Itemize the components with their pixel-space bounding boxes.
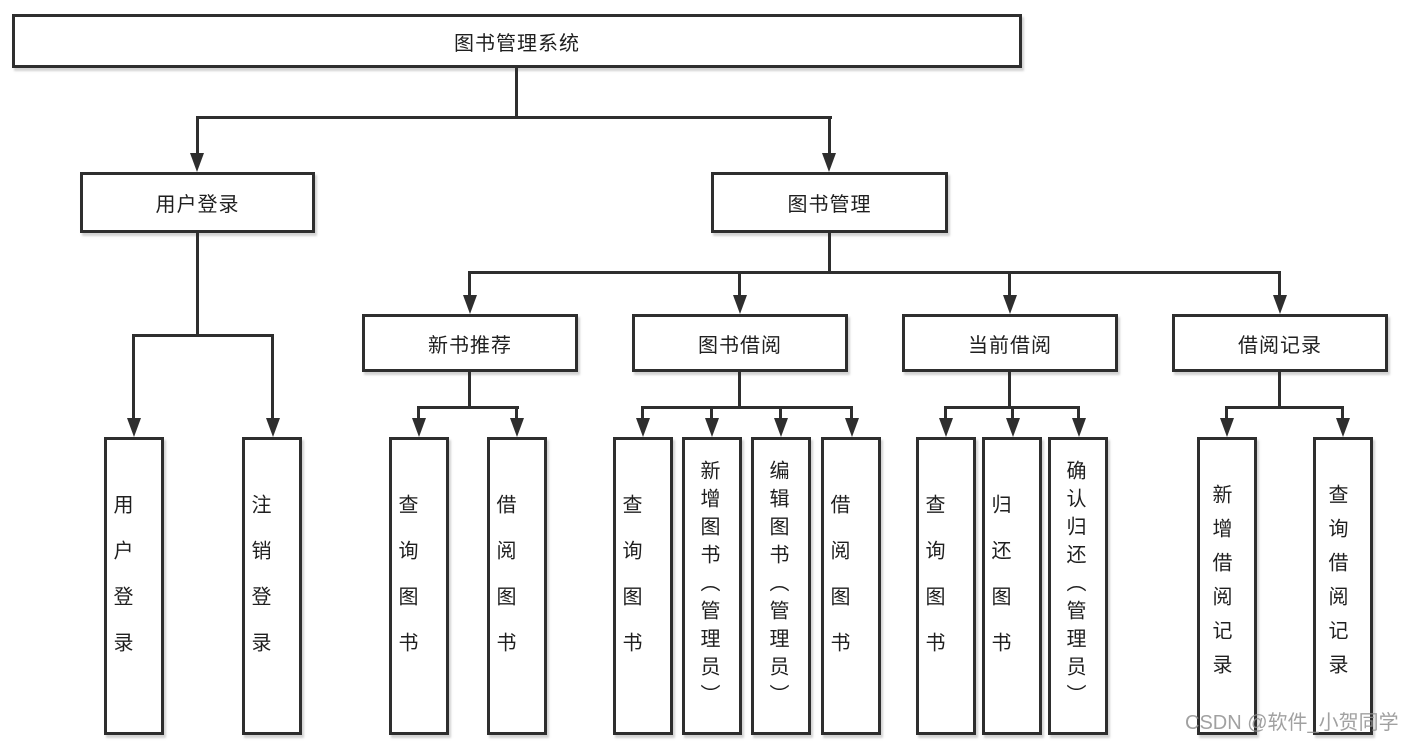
leaf-borrow-books-newbook: 借阅图书 <box>487 437 547 735</box>
arrow-down-icon <box>1220 418 1234 437</box>
leaf-user-login: 用户登录 <box>104 437 164 735</box>
connector-line <box>1341 406 1344 420</box>
node-book-management-label: 图书管理 <box>787 194 872 216</box>
connector-line <box>1008 372 1011 409</box>
arrow-down-icon <box>636 418 650 437</box>
node-book-borrowing-label: 图书借阅 <box>698 334 782 357</box>
arrow-down-icon <box>412 418 426 437</box>
leaf-query-books-borrowing: 查询图书 <box>613 437 673 735</box>
leaf-logout: 注销登录 <box>242 437 302 735</box>
leaf-edit-books-admin: 编辑图书（管理员） <box>751 437 811 735</box>
connector-line <box>132 334 135 419</box>
node-book-management: 图书管理 <box>711 172 948 233</box>
connector-line <box>196 233 199 337</box>
connector-line <box>271 334 274 419</box>
arrow-down-icon <box>1273 295 1287 314</box>
node-book-borrowing: 图书借阅 <box>632 314 848 372</box>
node-borrowing-records: 借阅记录 <box>1172 314 1388 372</box>
leaf-borrow-books-borrowing-label: 借阅图书 <box>827 494 849 678</box>
leaf-confirm-return-admin: 确认归还（管理员） <box>1048 437 1108 735</box>
connector-line <box>828 233 831 274</box>
node-borrowing-records-label: 借阅记录 <box>1238 334 1322 357</box>
connector-line <box>850 406 853 420</box>
connector-line <box>468 271 471 298</box>
arrow-down-icon <box>1006 418 1020 437</box>
leaf-return-books-label: 归还图书 <box>988 494 1010 678</box>
node-user-login-label: 用户登录 <box>155 194 240 216</box>
node-new-book-recommend: 新书推荐 <box>362 314 578 372</box>
arrow-down-icon <box>463 295 477 314</box>
leaf-add-borrow-record-label: 新增借阅记录 <box>1209 484 1231 688</box>
leaf-logout-label: 注销登录 <box>248 494 270 678</box>
connector-line <box>641 406 644 420</box>
connector-line <box>1225 406 1228 420</box>
leaf-confirm-return-admin-label: 确认归还（管理员） <box>1063 460 1085 712</box>
leaf-return-books: 归还图书 <box>982 437 1042 735</box>
connector-line <box>1278 271 1281 298</box>
arrow-down-icon <box>733 295 747 314</box>
connector-line <box>738 271 741 298</box>
node-new-book-recommend-label: 新书推荐 <box>428 334 512 357</box>
connector-line <box>515 68 518 118</box>
leaf-query-books-current: 查询图书 <box>916 437 976 735</box>
connector-line <box>132 334 274 337</box>
arrow-down-icon <box>705 418 719 437</box>
connector-line <box>1077 406 1080 420</box>
connector-line <box>1225 406 1344 409</box>
leaf-query-books-borrowing-label: 查询图书 <box>619 494 641 678</box>
connector-line <box>641 406 853 409</box>
node-current-borrowing: 当前借阅 <box>902 314 1118 372</box>
leaf-add-books-admin-label: 新增图书（管理员） <box>697 460 719 712</box>
connector-line <box>1278 372 1281 409</box>
connector-line <box>468 372 471 409</box>
leaf-query-borrow-record: 查询借阅记录 <box>1313 437 1373 735</box>
arrow-down-icon <box>845 418 859 437</box>
leaf-query-books-newbook: 查询图书 <box>389 437 449 735</box>
node-root-label: 图书管理系统 <box>454 32 580 55</box>
node-root: 图书管理系统 <box>12 14 1022 68</box>
arrow-down-icon <box>127 418 141 437</box>
arrow-down-icon <box>1072 418 1086 437</box>
leaf-borrow-books-newbook-label: 借阅图书 <box>493 494 515 678</box>
connector-line <box>196 116 199 156</box>
arrow-down-icon <box>822 153 836 172</box>
leaf-query-books-current-label: 查询图书 <box>922 494 944 678</box>
connector-line <box>468 271 1281 274</box>
leaf-add-books-admin: 新增图书（管理员） <box>682 437 742 735</box>
connector-line <box>710 406 713 420</box>
arrow-down-icon <box>939 418 953 437</box>
arrow-down-icon <box>1336 418 1350 437</box>
connector-line <box>738 372 741 409</box>
connector-line <box>1011 406 1014 420</box>
connector-line <box>417 406 519 409</box>
leaf-add-borrow-record: 新增借阅记录 <box>1197 437 1257 735</box>
arrow-down-icon <box>1003 295 1017 314</box>
node-user-login: 用户登录 <box>80 172 315 233</box>
connector-line <box>417 406 420 420</box>
arrow-down-icon <box>266 418 280 437</box>
connector-line <box>779 406 782 420</box>
connector-line <box>944 406 947 420</box>
connector-line <box>828 116 831 156</box>
connector-line <box>1008 271 1011 298</box>
csdn-watermark: CSDN @软件_小贺同学 <box>1185 712 1399 734</box>
leaf-borrow-books-borrowing: 借阅图书 <box>821 437 881 735</box>
connector-line <box>515 406 518 420</box>
arrow-down-icon <box>774 418 788 437</box>
leaf-user-login-label: 用户登录 <box>110 494 132 678</box>
leaf-query-borrow-record-label: 查询借阅记录 <box>1325 484 1347 688</box>
arrow-down-icon <box>190 153 204 172</box>
leaf-edit-books-admin-label: 编辑图书（管理员） <box>766 460 788 712</box>
arrow-down-icon <box>510 418 524 437</box>
connector-line <box>196 116 832 119</box>
leaf-query-books-newbook-label: 查询图书 <box>395 494 417 678</box>
node-current-borrowing-label: 当前借阅 <box>968 334 1052 357</box>
